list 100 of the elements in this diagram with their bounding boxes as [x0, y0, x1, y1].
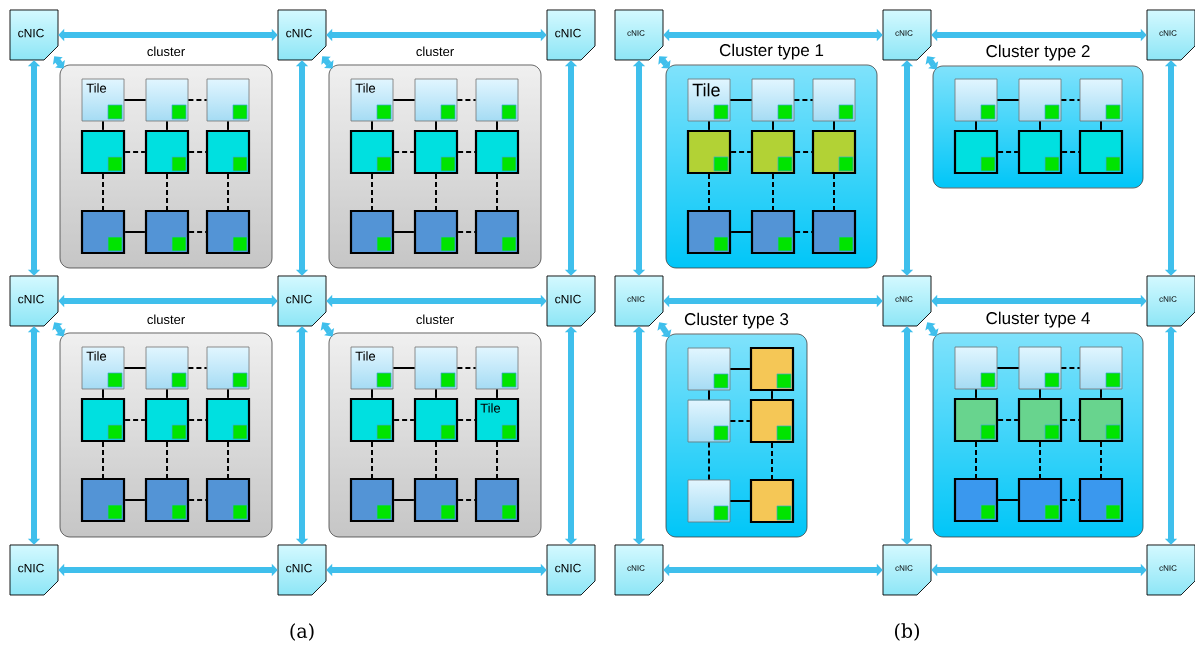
- link-line: [1100, 441, 1102, 479]
- link-line: [188, 231, 207, 233]
- link-line: [772, 173, 774, 211]
- link-line: [794, 151, 813, 153]
- cluster-heading: Cluster type 1: [719, 43, 824, 60]
- link-line: [708, 389, 710, 401]
- link-line: [730, 231, 752, 233]
- cluster-heading: cluster: [416, 314, 454, 325]
- link-line: [457, 151, 476, 153]
- link-line: [1061, 499, 1080, 501]
- link-line: [975, 441, 977, 479]
- cluster-heading: cluster: [147, 314, 185, 325]
- cnic-box: cNIC: [277, 9, 327, 61]
- cnic-box: cNIC: [614, 9, 664, 61]
- link-line: [496, 173, 498, 211]
- link-line: [102, 388, 104, 399]
- arrow: [663, 563, 883, 577]
- cnic-box: cNIC: [546, 275, 596, 327]
- link-line: [227, 388, 229, 399]
- arrow: [1164, 60, 1178, 276]
- link-line: [371, 441, 373, 479]
- link-line: [188, 419, 207, 421]
- panel-caption: (b): [895, 623, 919, 641]
- cnic-box: cNIC: [9, 9, 59, 61]
- arrow: [320, 322, 335, 337]
- arrow: [295, 60, 309, 276]
- link-line: [729, 99, 753, 101]
- link-line: [1061, 419, 1080, 421]
- link-line: [1100, 388, 1102, 399]
- link-line: [124, 231, 146, 233]
- link-line: [188, 151, 207, 153]
- arrow: [1164, 326, 1178, 545]
- cnic-box: cNIC: [1146, 9, 1195, 61]
- link-line: [996, 367, 1020, 369]
- link-line: [496, 388, 498, 399]
- cnic-box: cNIC: [882, 275, 932, 327]
- arrow: [931, 563, 1147, 577]
- arrow: [326, 563, 547, 577]
- arrow: [931, 294, 1147, 308]
- link-line: [771, 390, 773, 400]
- cnic-box: cNIC: [614, 544, 664, 596]
- arrow: [58, 294, 278, 308]
- arrow: [52, 322, 66, 337]
- link-line: [1039, 120, 1041, 131]
- link-line: [708, 120, 710, 131]
- link-line: [371, 388, 373, 399]
- link-line: [1100, 120, 1102, 131]
- arrow: [925, 56, 939, 70]
- link-line: [975, 388, 977, 399]
- link-line: [730, 151, 752, 153]
- cluster-heading: Cluster type 2: [986, 44, 1090, 61]
- link-line: [1060, 367, 1081, 369]
- arrow: [295, 326, 309, 545]
- link-line: [187, 99, 208, 101]
- link-line: [102, 120, 104, 131]
- link-line: [1039, 388, 1041, 399]
- link-line: [456, 367, 477, 369]
- cnic-box: cNIC: [1146, 275, 1195, 327]
- link-line: [166, 388, 168, 399]
- arrow: [321, 56, 334, 69]
- cluster-heading: Cluster type 4: [986, 311, 1090, 328]
- link-line: [793, 99, 814, 101]
- arrow: [900, 326, 914, 545]
- link-line: [124, 151, 146, 153]
- link-line: [496, 441, 498, 479]
- link-line: [794, 231, 813, 233]
- cnic-box: cNIC: [882, 9, 932, 61]
- link-line: [708, 173, 710, 211]
- link-line: [102, 173, 104, 211]
- link-line: [833, 120, 835, 131]
- link-line: [1060, 99, 1081, 101]
- cnic-box: cNIC: [882, 544, 932, 596]
- cnic-box: cNIC: [277, 275, 327, 327]
- link-line: [123, 367, 147, 369]
- link-line: [456, 99, 477, 101]
- arrow: [52, 56, 65, 69]
- link-line: [996, 99, 1020, 101]
- link-line: [393, 151, 415, 153]
- arrow: [27, 326, 41, 545]
- link-line: [188, 499, 207, 501]
- cluster-heading: Cluster type 3: [684, 312, 789, 329]
- arrow: [27, 60, 41, 276]
- arrow: [658, 56, 671, 69]
- link-line: [435, 388, 437, 399]
- link-line: [435, 120, 437, 131]
- link-line: [975, 120, 977, 131]
- link-line: [997, 151, 1019, 153]
- arrow: [632, 326, 646, 545]
- arrow: [900, 60, 914, 276]
- link-line: [187, 367, 208, 369]
- link-line: [457, 419, 476, 421]
- link-line: [393, 231, 415, 233]
- arrow: [925, 322, 939, 337]
- link-line: [227, 120, 229, 131]
- link-line: [496, 120, 498, 131]
- arrow: [663, 294, 883, 308]
- cluster-heading: cluster: [147, 46, 185, 57]
- arrow: [326, 28, 547, 42]
- cnic-box: cNIC: [546, 9, 596, 61]
- cnic-box: cNIC: [9, 275, 59, 327]
